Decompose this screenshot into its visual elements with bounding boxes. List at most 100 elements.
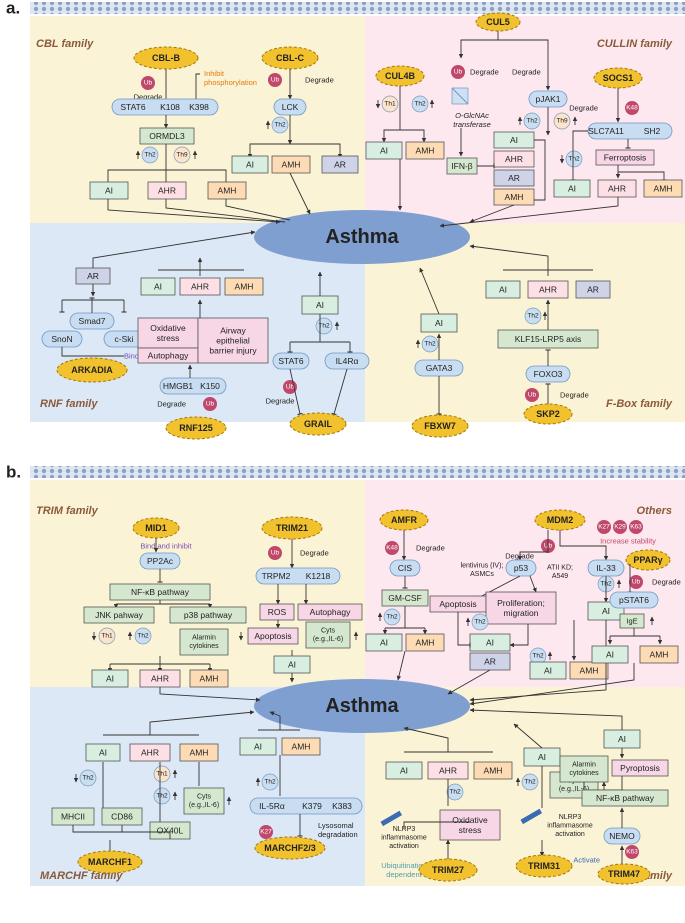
- trim27-enzyme: [418, 858, 478, 882]
- ar-box: [575, 280, 611, 299]
- label: Degrade: [266, 397, 295, 406]
- asthma-label: Asthma: [325, 695, 399, 717]
- ai: AI: [380, 638, 388, 648]
- connector-line: [469, 663, 635, 706]
- pjak1: pJAK1: [535, 94, 560, 104]
- connector-line: [458, 31, 499, 59]
- connector-line: [403, 726, 449, 752]
- label: K379: [302, 801, 322, 811]
- ai: AI: [105, 186, 113, 196]
- ub-badge: [629, 575, 643, 589]
- ahr-box: [597, 179, 637, 198]
- connector-line: [517, 530, 549, 561]
- label: degradation: [318, 830, 358, 839]
- connector-line: [107, 199, 281, 224]
- k27-badge: [597, 520, 611, 534]
- th2-label: Th2: [137, 633, 149, 640]
- pstat6-box: [609, 591, 659, 609]
- amfr-label: AMFR: [391, 515, 417, 525]
- ai: AI: [106, 674, 114, 684]
- connector-line: [225, 199, 291, 221]
- family-title: CULLIN family: [597, 38, 673, 50]
- oxidative-stress: Oxidative: [452, 815, 488, 825]
- ub-text: Ub: [454, 69, 463, 76]
- th2-circle: [524, 307, 542, 325]
- ai-box: [239, 737, 277, 756]
- p53: p53: [514, 563, 528, 573]
- trim21-enzyme: [261, 516, 323, 540]
- il5ra-box: [249, 797, 363, 815]
- th2-label: Th2: [527, 313, 539, 320]
- ai: AI: [606, 650, 614, 660]
- connector-line: [513, 723, 543, 749]
- connector-line: [469, 707, 623, 730]
- amh-box: [643, 179, 683, 198]
- trim47-label: TRIM47: [608, 869, 640, 879]
- ros-box: [259, 603, 295, 621]
- ai: AI: [154, 282, 162, 292]
- ub-text: Ub: [528, 392, 537, 399]
- cbl-c-label: CBL-C: [276, 53, 304, 63]
- ai: AI: [499, 285, 507, 295]
- rnf125-enzyme: [165, 416, 227, 440]
- oxidative-stress: stress: [157, 333, 180, 343]
- ub-text: Ub: [271, 550, 280, 557]
- grail-label: GRAIL: [304, 419, 333, 429]
- amh: AMH: [282, 160, 301, 170]
- label: Degrade: [416, 544, 445, 553]
- th2-circle: [521, 773, 539, 791]
- oglcnac-glyph-stroke: [451, 87, 469, 105]
- oxidative-stress: Oxidative: [150, 323, 186, 333]
- trpm2-box: [255, 567, 341, 585]
- family-title: RNF family: [40, 398, 98, 410]
- label: HMGB1: [163, 381, 194, 391]
- label: K108: [160, 102, 180, 112]
- cytokines-box: [305, 621, 351, 649]
- th2-label: Th2: [386, 614, 398, 621]
- klf15-lrp5-axis: KLF15-LRP5 axis: [515, 334, 582, 344]
- ormdl3: ORMDL3: [149, 131, 185, 141]
- family-title: TRIM family: [36, 505, 99, 517]
- trim47-enzyme: [597, 863, 651, 885]
- asthma-node: [254, 679, 470, 733]
- label: Degrade: [300, 549, 329, 558]
- th2-circle: [79, 769, 97, 787]
- mdm2-label: MDM2: [547, 515, 574, 525]
- amh-box: [207, 181, 247, 200]
- th2-circle: [421, 335, 439, 353]
- proliferation-migration-box: [485, 591, 557, 625]
- th1-circle: [381, 95, 399, 113]
- k63-text: K63: [630, 524, 642, 531]
- th2-circle: [153, 787, 171, 805]
- nfkb-pathway-box: [581, 789, 669, 807]
- ar-box: [321, 155, 359, 174]
- th9-circle: [173, 146, 191, 164]
- amh-box: [639, 645, 679, 664]
- fbxw7-label: FBXW7: [424, 421, 456, 431]
- trim27-label: TRIM27: [432, 865, 464, 875]
- ros: ROS: [268, 607, 287, 617]
- label: Degrade: [470, 68, 499, 77]
- klf15-lrp5-axis-box: [497, 329, 599, 349]
- ai: AI: [254, 742, 262, 752]
- arkadia-enzyme: [56, 357, 128, 383]
- ub-badge: [451, 65, 465, 79]
- connector-line: [618, 171, 667, 181]
- connector-line: [447, 669, 491, 695]
- ar: AR: [587, 285, 599, 295]
- ai-box: [85, 743, 121, 762]
- amh: AMH: [654, 184, 673, 194]
- amh-box: [569, 661, 609, 680]
- alarmin-cytokines: Alarmin: [192, 634, 216, 641]
- ahr: AHR: [439, 766, 457, 776]
- smad7: Smad7: [79, 316, 106, 326]
- th1-label: Th1: [101, 633, 113, 640]
- connector-line: [439, 197, 619, 228]
- ferroptosis: Ferroptosis: [604, 153, 647, 163]
- connector-line: [61, 347, 124, 357]
- amh: AMH: [416, 146, 435, 156]
- ai-box: [385, 761, 423, 780]
- k63-badge: [625, 845, 639, 859]
- ub-text: Ub: [286, 384, 295, 391]
- label: Ubiquitination: [381, 861, 426, 870]
